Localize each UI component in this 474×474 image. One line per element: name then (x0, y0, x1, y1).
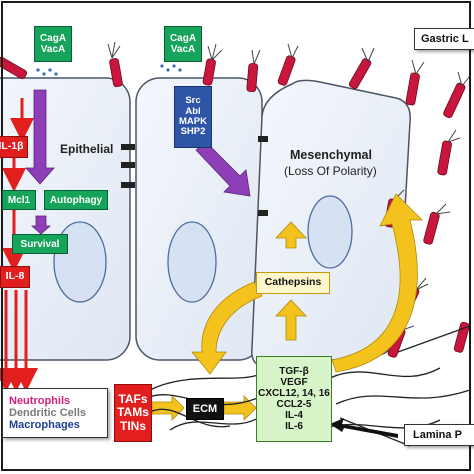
lamina-arrow (330, 418, 398, 438)
mcl1-box: Mcl1 (2, 190, 36, 210)
epithelial-label: Epithelial (60, 142, 114, 156)
cathepsins-box: Cathepsins (256, 272, 330, 294)
lamina-propria-label: Lamina P (404, 424, 474, 446)
kinase-abl: Abl (185, 105, 201, 117)
virulence-factors-right: CagA VacA (164, 26, 202, 62)
virulence-factors-left: CagA VacA (34, 26, 72, 62)
stromal-cells-box: TAFs TAMs TINs (114, 384, 152, 442)
cytokine-il6: IL-6 (285, 421, 303, 432)
kinase-src: Src (185, 95, 201, 107)
immune-dendritic-cells: Dendritic Cells (9, 406, 87, 419)
cytokine-cxcl: CXCL12, 14, 16 (258, 388, 330, 399)
cytokine-tgfb: TGF-β (279, 366, 309, 377)
tight-junctions (121, 136, 268, 216)
nucleus-middle (167, 221, 217, 303)
loss-of-polarity-label: (Loss Of Polarity) (284, 164, 377, 178)
kinase-box: Src Abl MAPK SHP2 (174, 86, 212, 148)
cytokine-box: TGF-β VEGF CXCL12, 14, 16 CCL2-5 IL-4 IL… (256, 356, 332, 442)
il8-box: IL-8 (0, 266, 30, 288)
caga-left: CagA (39, 33, 67, 44)
secreted-toxin-dots (36, 64, 182, 76)
yellow-arrows (151, 193, 423, 421)
mesenchymal-label: Mesenchymal (290, 148, 372, 162)
kinase-shp2: SHP2 (180, 126, 206, 138)
cytokine-vegf: VEGF (280, 377, 308, 388)
nucleus-mesenchymal (307, 195, 353, 269)
purple-arrows (25, 89, 251, 235)
cytokine-il4: IL-4 (285, 410, 303, 421)
vaca-left: VacA (40, 44, 66, 55)
stromal-tams: TAMs (117, 405, 149, 420)
kinase-mapk: MAPK (179, 116, 207, 127)
il1b-box: IL-1β (0, 136, 28, 158)
gastric-lumen-label: Gastric L (414, 28, 474, 50)
caga-right: CagA (169, 33, 197, 44)
cytokine-ccl: CCL2-5 (276, 399, 312, 410)
survival-box: Survival (12, 234, 68, 254)
immune-cells-box: Neutrophils Dendritic Cells Macrophages (2, 388, 108, 438)
stromal-tafs: TAFs (118, 392, 148, 407)
ecm-box: ECM (186, 398, 224, 420)
stromal-tins: TINs (119, 418, 146, 433)
immune-macrophages: Macrophages (9, 419, 80, 432)
autophagy-box: Autophagy (44, 190, 108, 210)
vaca-right: VacA (170, 44, 196, 55)
immune-neutrophils: Neutrophils (9, 394, 71, 407)
